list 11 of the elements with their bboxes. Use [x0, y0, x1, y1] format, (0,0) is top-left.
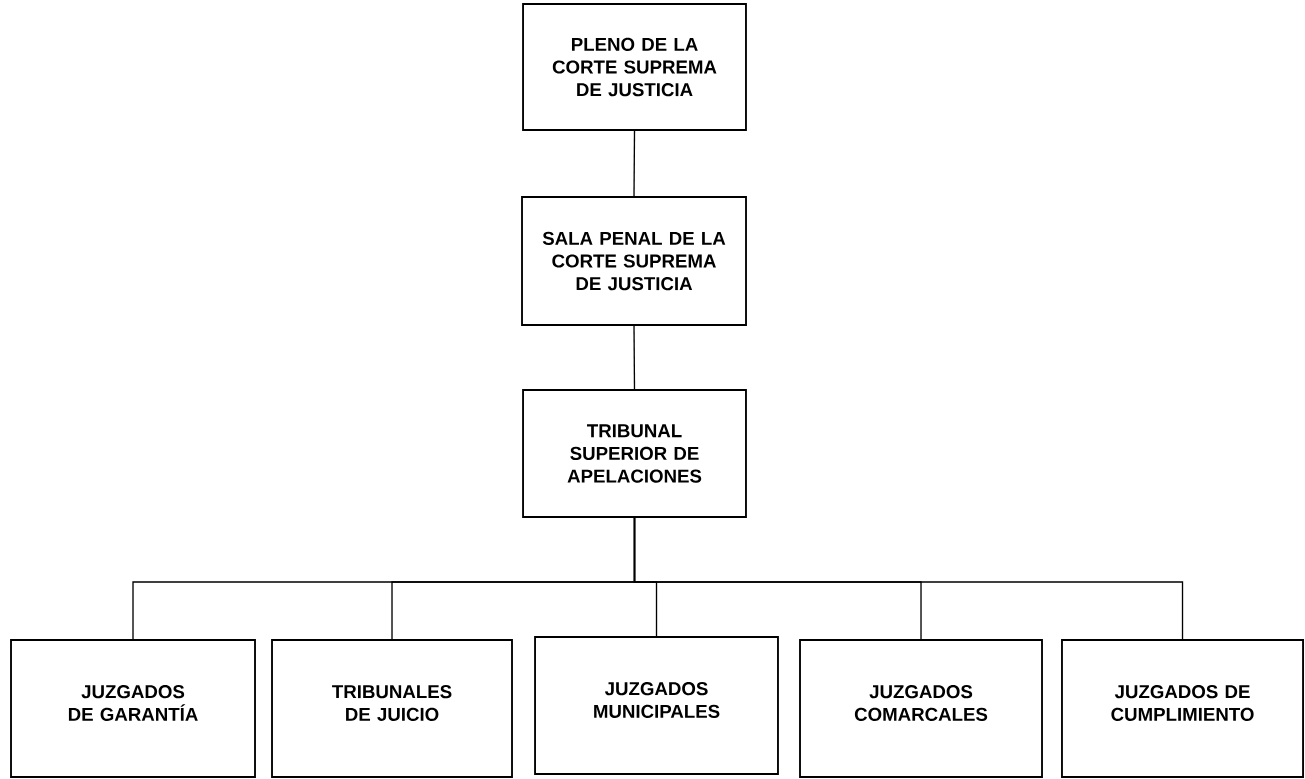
org-box: SALA PENAL DE LA CORTE SUPREMA DE JUSTICIA — [521, 196, 747, 326]
connector-line — [633, 517, 1184, 640]
org-box: TRIBUNALES DE JUICIO — [271, 639, 513, 778]
org-box: JUZGADOS MUNICIPALES — [534, 636, 779, 775]
connector-line — [633, 130, 636, 197]
connector-line — [633, 325, 636, 390]
org-box: JUZGADOS DE CUMPLIMIENTO — [1061, 639, 1304, 778]
org-box: PLENO DE LA CORTE SUPREMA DE JUSTICIA — [522, 3, 747, 131]
org-box: JUZGADOS COMARCALES — [799, 639, 1043, 778]
org-box: TRIBUNAL SUPERIOR DE APELACIONES — [522, 389, 747, 518]
org-box: JUZGADOS DE GARANTÍA — [10, 639, 256, 778]
